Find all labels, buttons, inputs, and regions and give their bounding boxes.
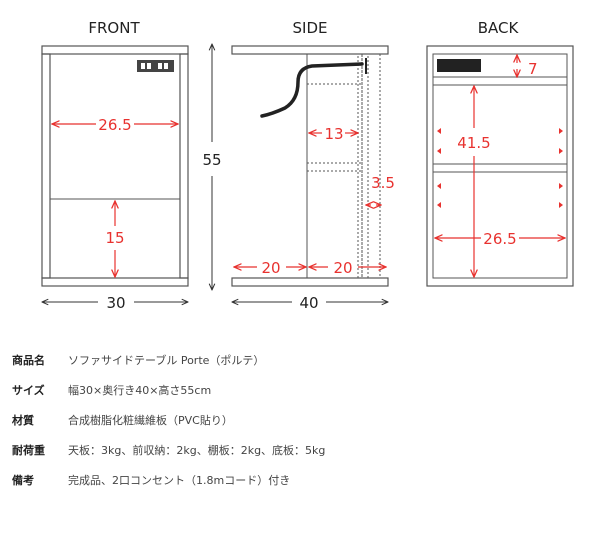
- side-view: 13 3.5 20 20 40: [232, 45, 395, 312]
- back-view: 7 41.5 26.5: [426, 45, 574, 287]
- power-cord-icon: [260, 62, 364, 118]
- spec-row-load: 耐荷重 天板：3kg、前収納：2kg、棚板：2kg、底板：5kg: [12, 442, 592, 472]
- side-shelf-depth-label: 13: [324, 125, 343, 143]
- front-view-title: FRONT: [88, 19, 140, 37]
- spec-value: 合成樹脂化粧繊維板（PVC貼り）: [68, 414, 233, 427]
- total-height-label: 55: [202, 151, 221, 169]
- spec-label: サイズ: [12, 384, 45, 397]
- side-gap-label: 3.5: [371, 174, 395, 192]
- spec-label: 備考: [12, 474, 34, 487]
- front-total-width-label: 30: [106, 294, 125, 312]
- spec-value: 幅30×奥行き40×高さ55cm: [68, 384, 212, 397]
- cord-opening-icon: [437, 59, 481, 72]
- spec-row-name: 商品名 ソファサイドテーブル Porte（ポルテ）: [12, 352, 592, 382]
- spec-row-size: サイズ 幅30×奥行き40×高さ55cm: [12, 382, 592, 412]
- front-view: 26.5 15 30: [42, 45, 188, 312]
- back-inner-width-label: 26.5: [483, 230, 516, 248]
- spec-value: 完成品、2口コンセント（1.8mコード）付き: [68, 474, 291, 487]
- front-lower-height-label: 15: [105, 229, 124, 247]
- spec-value: 天板：3kg、前収納：2kg、棚板：2kg、底板：5kg: [68, 444, 326, 457]
- side-bottom-left-label: 20: [261, 259, 280, 277]
- back-top-opening-label: 7: [528, 60, 538, 78]
- back-inner-height-label: 41.5: [457, 134, 490, 152]
- spec-value: ソファサイドテーブル Porte（ポルテ）: [68, 354, 265, 367]
- front-inner-width-label: 26.5: [98, 116, 131, 134]
- back-view-title: BACK: [478, 19, 520, 37]
- side-bottom-right-label: 20: [333, 259, 352, 277]
- side-view-title: SIDE: [293, 19, 328, 37]
- side-total-depth-label: 40: [299, 294, 318, 312]
- spec-row-notes: 備考 完成品、2口コンセント（1.8mコード）付き: [12, 472, 592, 502]
- spec-label: 耐荷重: [12, 444, 45, 457]
- power-outlet-icon: [137, 60, 174, 72]
- dimension-diagram: FRONT SIDE BACK 26.5 15 30 55: [0, 19, 574, 312]
- spec-row-material: 材質 合成樹脂化粧繊維板（PVC貼り）: [12, 412, 592, 442]
- spec-label: 商品名: [12, 354, 45, 367]
- product-specs: 商品名 ソファサイドテーブル Porte（ポルテ） サイズ 幅30×奥行き40×…: [12, 352, 592, 502]
- spec-label: 材質: [12, 414, 34, 427]
